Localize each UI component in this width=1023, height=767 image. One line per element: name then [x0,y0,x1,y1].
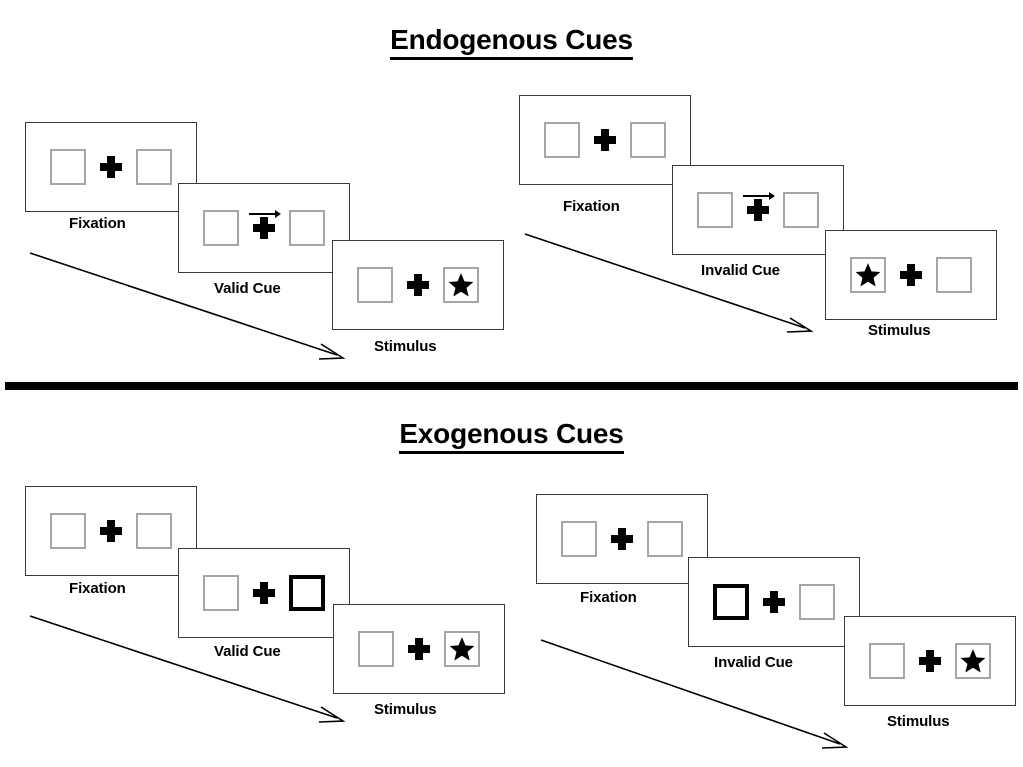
left-placeholder-box [357,267,393,303]
right-placeholder-box [136,149,172,185]
exo-invalid-cue-caption: Invalid Cue [714,654,793,671]
right-placeholder-box [289,210,325,246]
exo-valid-cue-frame [178,548,350,638]
right-placeholder-box-cued [289,575,325,611]
exo-valid-cue-caption: Valid Cue [214,643,281,660]
plus-icon [100,156,122,178]
section-divider [5,382,1018,390]
left-placeholder-box [561,521,597,557]
right-placeholder-box [136,513,172,549]
endo-valid-fixation-caption: Fixation [69,215,126,232]
endo-valid-stimulus-caption: Stimulus [374,338,437,355]
endogenous-title-text: Endogenous Cues [390,24,633,60]
right-placeholder-box [955,643,991,679]
left-placeholder-box [203,575,239,611]
endo-invalid-cue-caption: Invalid Cue [701,262,780,279]
exogenous-section-title: Exogenous Cues [0,418,1023,454]
star-icon [449,637,475,661]
exo-valid-flow-arrow [29,615,346,723]
right-placeholder-box [799,584,835,620]
exo-invalid-flow-arrow [540,639,849,749]
plus-icon [408,638,430,660]
left-placeholder-box [850,257,886,293]
endo-valid-cue-frame [178,183,350,273]
plus-icon [763,591,785,613]
endo-invalid-fixation-frame [519,95,691,185]
endo-invalid-fixation-caption: Fixation [563,198,620,215]
left-placeholder-box [358,631,394,667]
exo-invalid-fixation-caption: Fixation [580,589,637,606]
plus-icon [747,199,769,221]
left-placeholder-box-cued [713,584,749,620]
exo-invalid-stimulus-frame [844,616,1016,706]
plus-icon [611,528,633,550]
endo-invalid-stimulus-caption: Stimulus [868,322,931,339]
plus-icon [253,582,275,604]
plus-icon [100,520,122,542]
exo-invalid-fixation-frame [536,494,708,584]
left-placeholder-box [544,122,580,158]
endo-valid-cue-caption: Valid Cue [214,280,281,297]
exo-valid-stimulus-frame [333,604,505,694]
right-placeholder-box [443,267,479,303]
left-placeholder-box [50,149,86,185]
exo-valid-fixation-caption: Fixation [69,580,126,597]
exogenous-title-text: Exogenous Cues [399,418,624,454]
endo-invalid-cue-frame [672,165,844,255]
endo-valid-stimulus-frame [332,240,504,330]
plus-icon [900,264,922,286]
right-placeholder-box [783,192,819,228]
right-placeholder-box [647,521,683,557]
right-placeholder-box [630,122,666,158]
plus-icon [407,274,429,296]
plus-icon [919,650,941,672]
right-placeholder-box [444,631,480,667]
star-icon [960,649,986,673]
plus-icon [594,129,616,151]
left-placeholder-box [50,513,86,549]
left-placeholder-box [697,192,733,228]
endogenous-section-title: Endogenous Cues [0,24,1023,60]
left-placeholder-box [869,643,905,679]
star-icon [855,263,881,287]
right-placeholder-box [936,257,972,293]
exo-valid-stimulus-caption: Stimulus [374,701,437,718]
endo-valid-fixation-frame [25,122,197,212]
star-icon [448,273,474,297]
plus-icon [253,217,275,239]
endo-invalid-stimulus-frame [825,230,997,320]
exo-invalid-stimulus-caption: Stimulus [887,713,950,730]
left-placeholder-box [203,210,239,246]
endo-valid-flow-arrow [29,252,346,360]
exo-valid-fixation-frame [25,486,197,576]
endo-invalid-flow-arrow [524,233,814,333]
exo-invalid-cue-frame [688,557,860,647]
